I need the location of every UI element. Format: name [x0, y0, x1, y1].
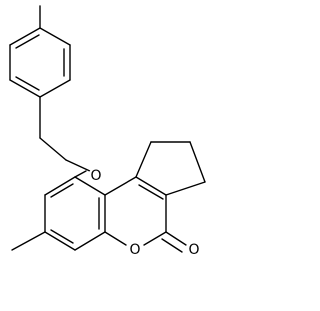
bond	[15, 76, 40, 91]
bond	[9, 79, 41, 98]
bond	[44, 231, 76, 251]
tolyl-group	[9, 5, 93, 173]
bond	[74, 176, 106, 196]
molecule-structure: O O O	[9, 5, 206, 258]
bond	[138, 184, 164, 200]
ring-oxygen-label: O	[129, 242, 140, 258]
bond	[39, 27, 71, 46]
ether-oxygen-label: O	[90, 168, 101, 184]
bond	[65, 159, 93, 173]
bond	[74, 231, 106, 251]
bond	[189, 141, 206, 183]
bond	[74, 170, 87, 178]
bond	[135, 176, 167, 196]
chromenone-core	[11, 141, 206, 253]
bond	[15, 34, 40, 49]
bond	[104, 231, 127, 246]
bond	[11, 231, 46, 251]
bond	[50, 229, 74, 244]
bond	[50, 183, 74, 198]
atom-label-carbonyl-oxygen: O	[185, 242, 201, 258]
atom-label-ether-oxygen: O	[88, 168, 104, 184]
bond	[165, 181, 206, 196]
atom-label-ring-oxygen: O	[127, 242, 143, 258]
bond	[104, 176, 137, 196]
bond	[39, 79, 71, 98]
bond	[143, 231, 167, 246]
bond	[161, 238, 183, 253]
bond	[39, 137, 67, 161]
bond	[44, 176, 76, 196]
bond	[9, 27, 41, 46]
bond	[135, 141, 152, 178]
bond	[165, 231, 187, 246]
carbonyl-oxygen-label: O	[188, 242, 199, 258]
